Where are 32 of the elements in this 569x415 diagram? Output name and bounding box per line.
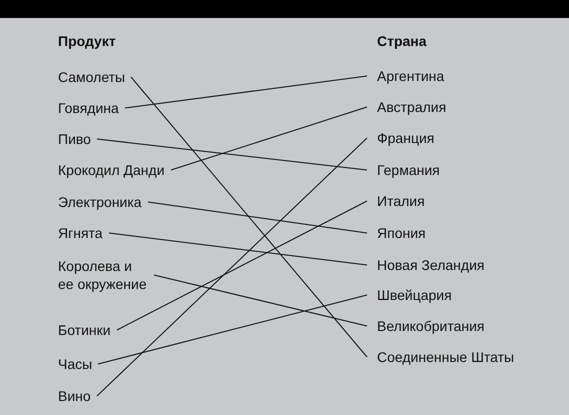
connector-line — [98, 294, 368, 364]
connector-line — [148, 202, 368, 234]
product-name: Ягнята — [58, 224, 103, 242]
country-name: Австралия — [377, 98, 446, 116]
country-name: Швейцария — [377, 286, 452, 304]
connector-line — [108, 232, 368, 266]
country-name: Италия — [377, 192, 425, 210]
product-name: Говядина — [58, 99, 119, 117]
country-name: Япония — [377, 224, 426, 242]
country-name: Великобритания — [377, 317, 485, 335]
connector-line — [170, 106, 368, 170]
product-name: Электроника — [58, 193, 142, 211]
product-name: Ботинки — [58, 321, 111, 339]
country-name: Новая Зеландия — [377, 256, 484, 274]
country-name: Франция — [377, 129, 434, 147]
country-name: Соединенные Штаты — [377, 348, 514, 366]
connector-line — [96, 138, 368, 170]
product-name: Самолеты — [58, 68, 126, 86]
column-heading: Продукт — [58, 32, 116, 50]
connector-line — [154, 274, 368, 326]
connector-line — [96, 138, 368, 396]
product-name: Вино — [58, 387, 91, 405]
product-name: Часы — [58, 355, 92, 373]
connector-line — [116, 200, 368, 330]
connector-line — [130, 76, 368, 358]
column-heading: Страна — [377, 32, 427, 50]
country-name: Аргентина — [377, 67, 444, 85]
product-name: Крокодил Данди — [58, 161, 165, 179]
product-name: Королева и ее окружение — [58, 257, 148, 293]
connector-line — [124, 76, 368, 108]
country-name: Германия — [377, 161, 440, 179]
product-name: Пиво — [58, 130, 91, 148]
